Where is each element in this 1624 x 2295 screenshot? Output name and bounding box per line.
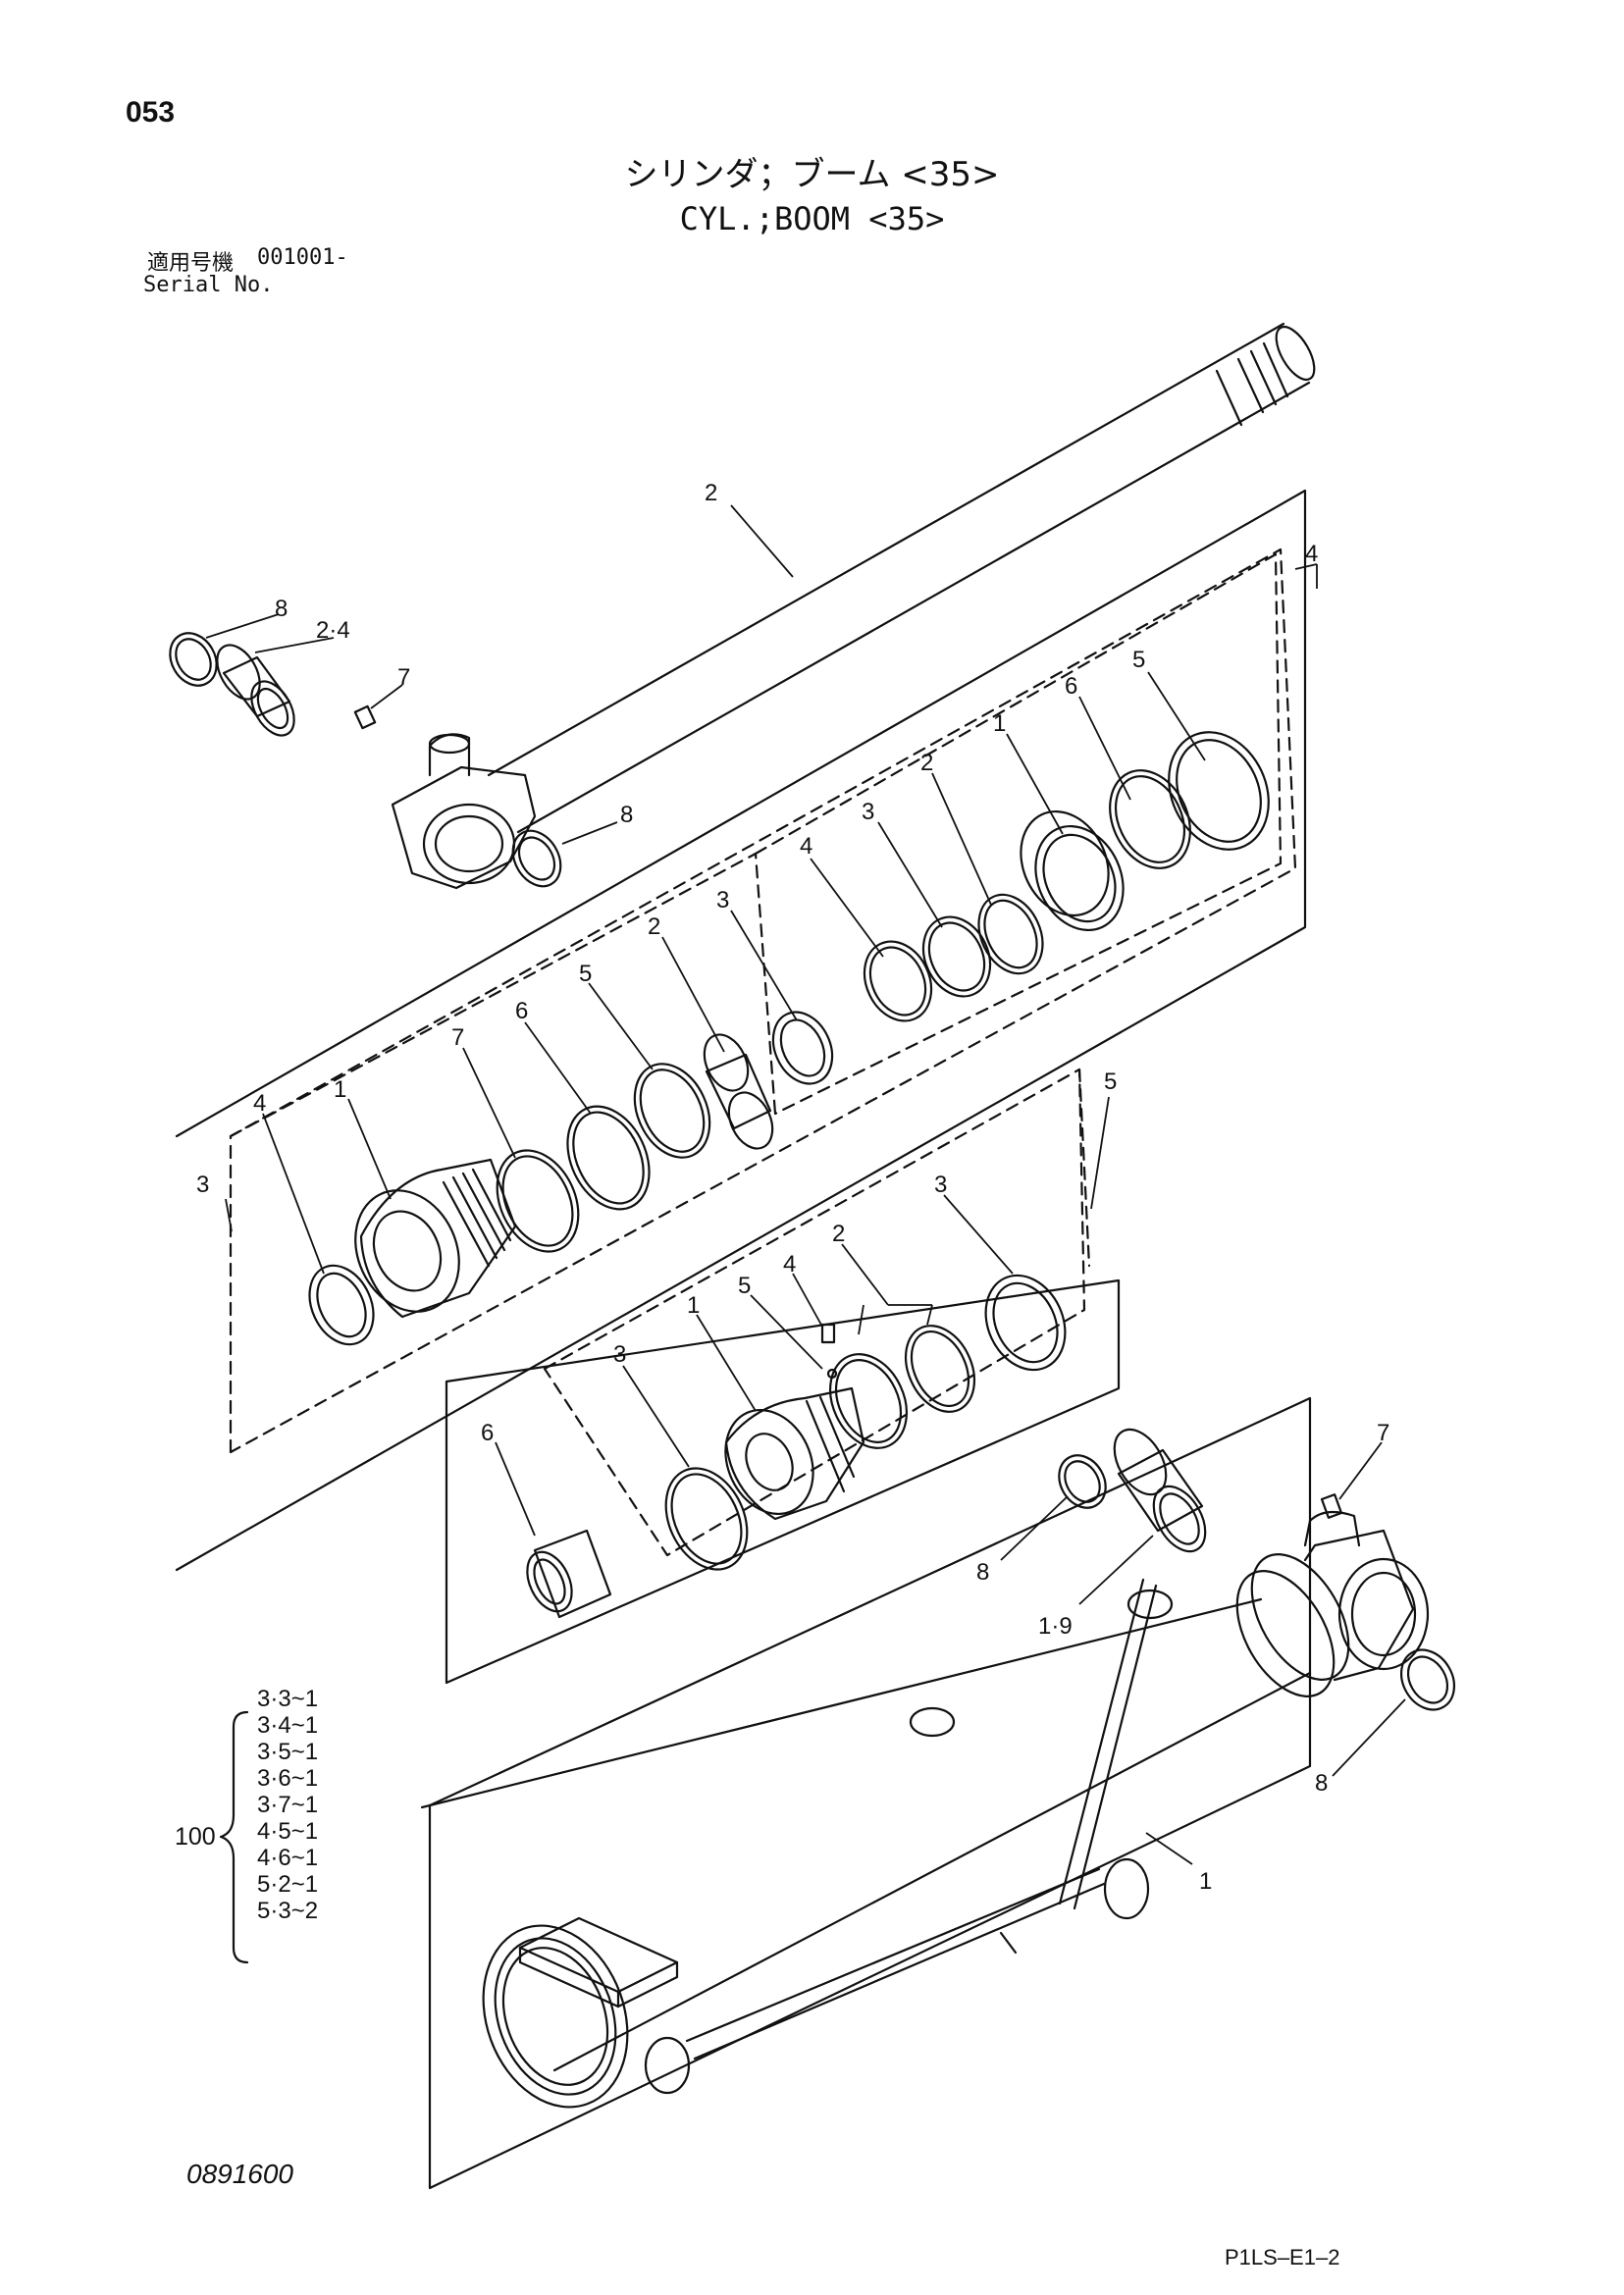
serial-label-en: Serial No. — [143, 273, 274, 297]
callout-ring-left: 8 — [275, 596, 288, 622]
ring-top-right — [511, 829, 562, 888]
callout-top-rod: 2 — [705, 480, 717, 506]
callout-g4-item2: 2 — [920, 750, 933, 776]
callout-g5-item3a: 3 — [613, 1341, 626, 1368]
g5-parts — [664, 1274, 1067, 1571]
kit-item: 4·6~1 — [257, 1845, 319, 1871]
callout-g4-item4: 4 — [800, 833, 812, 860]
kit-item: 5·2~1 — [257, 1871, 319, 1898]
kit-item: 3·7~1 — [257, 1792, 319, 1818]
callout-g3-item2: 2 — [648, 913, 660, 940]
callout-grease-top: 7 — [397, 664, 410, 691]
kit-label: 100 — [175, 1823, 216, 1851]
kit-item: 3·5~1 — [257, 1739, 319, 1765]
callout-g5-item5: 5 — [738, 1273, 751, 1299]
callout-item6: 6 — [481, 1420, 494, 1446]
callout-g4-item1: 1 — [993, 710, 1006, 737]
bushing-top-left — [216, 644, 295, 737]
callout-bushing-bottom: 1·9 — [1038, 1613, 1073, 1640]
grease-fitting-top — [353, 704, 377, 730]
callout-g3-item7: 7 — [451, 1024, 464, 1051]
group-4-dashed — [229, 548, 1297, 1454]
ring-top-left — [169, 632, 218, 687]
callout-group-4: 4 — [1305, 541, 1318, 567]
page-number: 053 — [126, 96, 176, 129]
drawing-number: 0891600 — [186, 2159, 294, 2189]
callout-group-5: 5 — [1104, 1069, 1117, 1095]
subgroup-3-dashed — [229, 852, 777, 1138]
callout-g3-label: 3 — [196, 1172, 209, 1198]
group-5-inner-dashed — [543, 1068, 1086, 1557]
group-5-frame — [445, 1278, 1121, 1685]
callout-ring-top-right: 8 — [620, 802, 633, 828]
callout-g5-item2: 2 — [832, 1221, 845, 1247]
callout-ring-bottom: 8 — [976, 1559, 989, 1586]
callout-g3-item5: 5 — [579, 961, 592, 987]
callout-g3-item3: 3 — [716, 887, 729, 913]
callout-g4-item5: 5 — [1132, 647, 1145, 673]
cylinder-tube — [420, 1510, 1430, 2109]
kit-item: 5·3~2 — [257, 1898, 319, 1924]
callout-g3-item4: 4 — [253, 1090, 266, 1117]
callout-tube: 1 — [1199, 1868, 1212, 1895]
kit-item: 3·6~1 — [257, 1765, 319, 1792]
page-code: P1LS–E1–2 — [1225, 2245, 1340, 2269]
title-english: CYL.;BOOM <35> — [679, 200, 945, 237]
group-5-dash-side — [1077, 1068, 1091, 1268]
title-japanese: シリンダ；ブーム <35> — [624, 155, 1000, 194]
callout-ring-bottom-right: 8 — [1315, 1770, 1328, 1797]
cushion-sleeve — [526, 1529, 612, 1619]
bushing-bottom — [1113, 1428, 1207, 1553]
callout-labels: 2 4 8 2·4 7 8 5 6 1 2 3 4 3 4 1 7 6 5 2 … — [196, 480, 1389, 1895]
kit-item: 4·5~1 — [257, 1818, 319, 1845]
callout-g5-item3b: 3 — [934, 1172, 947, 1198]
serial-label-jp: 適用号機 — [147, 251, 235, 276]
grease-fitting-bottom — [1320, 1493, 1343, 1519]
g4-seals — [863, 731, 1270, 1022]
bottom-frame — [428, 1396, 1312, 2190]
callout-g4-item3: 3 — [862, 799, 874, 825]
ring-bottom-right — [1399, 1648, 1456, 1711]
group-4-frame — [175, 489, 1307, 1572]
kit-item: 3·3~1 — [257, 1686, 319, 1712]
g3-parts — [308, 1011, 834, 1346]
callout-g4-item6: 6 — [1065, 673, 1077, 700]
callout-g5-item4: 4 — [783, 1251, 796, 1278]
kit-brace — [219, 1710, 249, 1964]
subgroup-seals-dashed — [754, 552, 1283, 1116]
kit-item: 3·4~1 — [257, 1712, 319, 1739]
piston-rod — [391, 322, 1316, 890]
ring-bottom — [1058, 1454, 1107, 1509]
callout-g5-item1: 1 — [687, 1292, 700, 1319]
leader-lines — [205, 504, 1406, 1865]
callout-g3-item6: 6 — [515, 998, 528, 1024]
callout-g3-item1: 1 — [334, 1076, 346, 1103]
serial-value: 001001- — [257, 245, 348, 270]
callout-bushing-left: 2·4 — [316, 617, 350, 644]
callout-grease-bottom: 7 — [1377, 1420, 1389, 1446]
